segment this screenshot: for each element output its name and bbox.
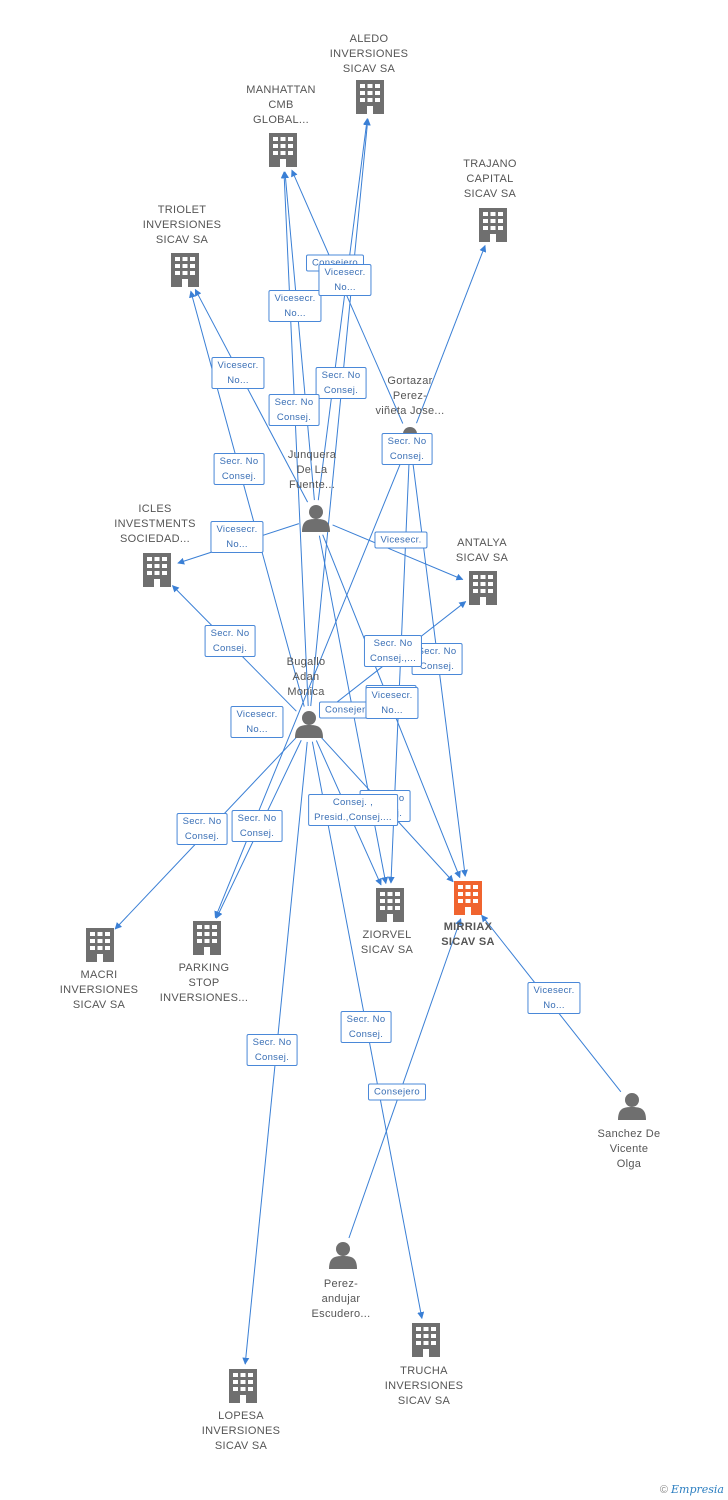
edge-perez-mirriax bbox=[348, 918, 462, 1239]
edge-label-junquera-manhattan[interactable]: Vicesecr.No... bbox=[268, 290, 322, 322]
brand-logo[interactable]: Empresia bbox=[671, 1483, 724, 1496]
edge-label-bugallo-aledo[interactable]: Vicesecr.No... bbox=[318, 264, 372, 296]
edge-label-gortazar-mirriax[interactable]: Vicesecr.No... bbox=[230, 706, 284, 738]
edge-label-sanchez-mirriax[interactable]: Consejero bbox=[367, 1083, 427, 1101]
edge-label-junquera-icles[interactable]: Vicesecr.No... bbox=[210, 521, 264, 553]
edge-gortazar-manhattan bbox=[291, 169, 404, 424]
edge-label-junquera-triolet[interactable]: Vicesecr.No... bbox=[211, 357, 265, 389]
copyright-icon: © bbox=[659, 1484, 668, 1496]
edge-gortazar-trajano bbox=[416, 244, 487, 424]
edge-label-gortazar-ziorvel[interactable]: Vicesecr.No... bbox=[365, 687, 419, 719]
footer: © Empresia bbox=[660, 1483, 724, 1496]
edge-label-perez-mirriax[interactable]: Consej. ,Presid.,Consej.... bbox=[308, 794, 398, 826]
edge-junquera-aledo bbox=[317, 118, 370, 501]
edge-label-junquera-antalya[interactable]: Vicesecr. bbox=[374, 531, 428, 549]
edge-junquera-triolet bbox=[194, 288, 309, 503]
edge-junquera-antalya bbox=[332, 524, 464, 581]
edge-bugallo-manhattan bbox=[280, 171, 309, 707]
edge-bugallo-aledo bbox=[310, 118, 371, 707]
edge-bugallo-triolet bbox=[189, 290, 305, 707]
edge-label-gortazar-parking[interactable]: Vicesecr.No... bbox=[527, 982, 581, 1014]
edge-junquera-manhattan bbox=[282, 171, 315, 501]
